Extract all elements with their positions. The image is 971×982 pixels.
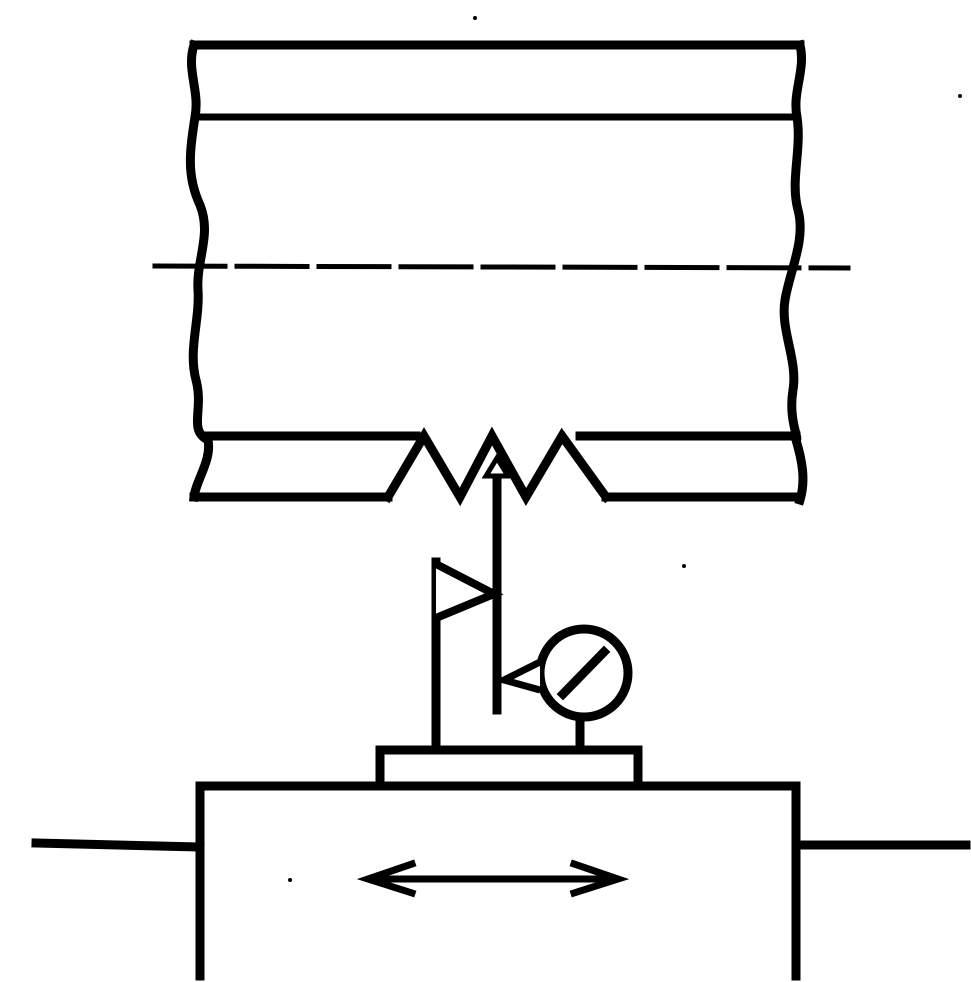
travel-arrow-left-head	[356, 859, 417, 898]
speck	[473, 16, 477, 20]
dial-contact	[494, 658, 542, 694]
stand-flag	[434, 560, 504, 622]
speck	[958, 94, 962, 98]
dial-gauge	[494, 624, 633, 755]
carriage-outline	[195, 781, 801, 981]
speck	[682, 564, 686, 568]
centerline	[152, 263, 851, 271]
dial-needle	[556, 645, 611, 701]
travel-arrow-right-head	[569, 859, 630, 898]
indicator-probe	[481, 453, 513, 715]
thread-profile	[381, 426, 613, 507]
speck	[288, 878, 292, 882]
machine-carriage	[31, 781, 971, 981]
probe-tip	[481, 453, 513, 479]
indicator-stand	[431, 557, 504, 753]
workpiece-thread-shaft	[185, 39, 808, 506]
gauge-base	[375, 745, 643, 791]
left-break-line	[185, 39, 214, 502]
carriage-rail-left	[31, 838, 205, 852]
travel-arrow	[356, 859, 630, 898]
